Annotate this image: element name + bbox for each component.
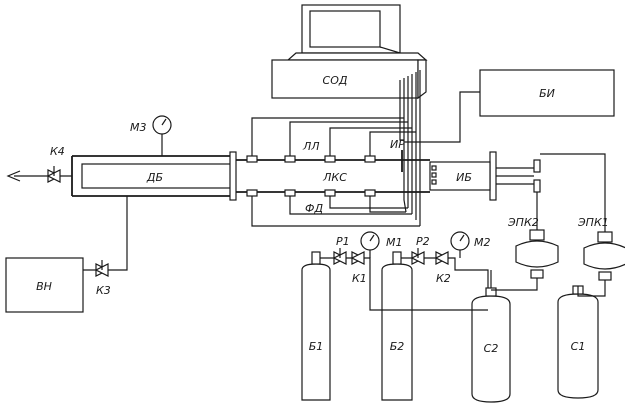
cylinder-c1: С1 (557, 285, 599, 399)
valve-epk1: ЭПК1 (577, 216, 625, 297)
valve-epk2: ЭПК2 (491, 216, 559, 291)
signal-cables (251, 70, 480, 227)
gauge-m3-label: М3 (130, 121, 147, 134)
computer-label: СОД (323, 74, 348, 87)
cylinder-c2-label: С2 (484, 342, 499, 355)
valve-epk2-label: ЭПК2 (507, 216, 539, 229)
cylinder-c2: С2 (471, 287, 511, 403)
flange-left (229, 151, 237, 201)
ir-label: ИР (390, 138, 405, 151)
gauge-m2-label: М2 (474, 236, 491, 249)
valve-k4-label: К4 (50, 145, 65, 158)
valve-k2-label: К2 (436, 272, 451, 285)
power-unit-label: БИ (539, 87, 555, 100)
line-b1: Р1 М1 К1 (320, 231, 488, 311)
tube-ports (246, 155, 376, 197)
valve-k4: К4 (6, 145, 72, 183)
valve-k3: К3 (83, 196, 128, 297)
tube-outlets (496, 153, 606, 232)
cylinder-b2: Б2 (381, 251, 413, 401)
left-tube-label: ДБ (146, 171, 163, 184)
vacuum-pump (5, 257, 84, 313)
flange-right (489, 151, 497, 201)
computer-screen (309, 10, 381, 48)
cylinder-b1-label: Б1 (309, 340, 324, 353)
line-b2: Р2 М2 К2 (401, 231, 491, 288)
cylinder-b1: Б1 (301, 251, 331, 401)
gauge-m3: М3 (130, 115, 172, 156)
computer-stand (286, 52, 428, 61)
ib-label: ИБ (456, 171, 472, 184)
valve-k3-label: К3 (96, 284, 111, 297)
valve-epk1-label: ЭПК1 (577, 216, 609, 229)
regulator-r1-label: Р1 (336, 235, 350, 248)
fd-label: ФД (305, 202, 323, 215)
left-tube: ДБ (71, 155, 233, 197)
valve-k1-label: К1 (352, 272, 367, 285)
main-tube-label: ЛКС (322, 171, 347, 184)
cylinder-c1-label: С1 (571, 340, 586, 353)
main-tube: ЛКС (236, 159, 430, 193)
regulator-r2-label: Р2 (416, 235, 430, 248)
ib-block: ИБ (429, 161, 491, 191)
cylinder-b2-label: Б2 (390, 340, 405, 353)
computer: СОД (271, 4, 428, 100)
computer-base (271, 59, 419, 99)
laser-label: ЛЛ (302, 140, 320, 153)
vacuum-pump-label: ВН (36, 280, 52, 293)
power-unit (479, 69, 615, 117)
gauge-m1-label: М1 (386, 236, 403, 249)
